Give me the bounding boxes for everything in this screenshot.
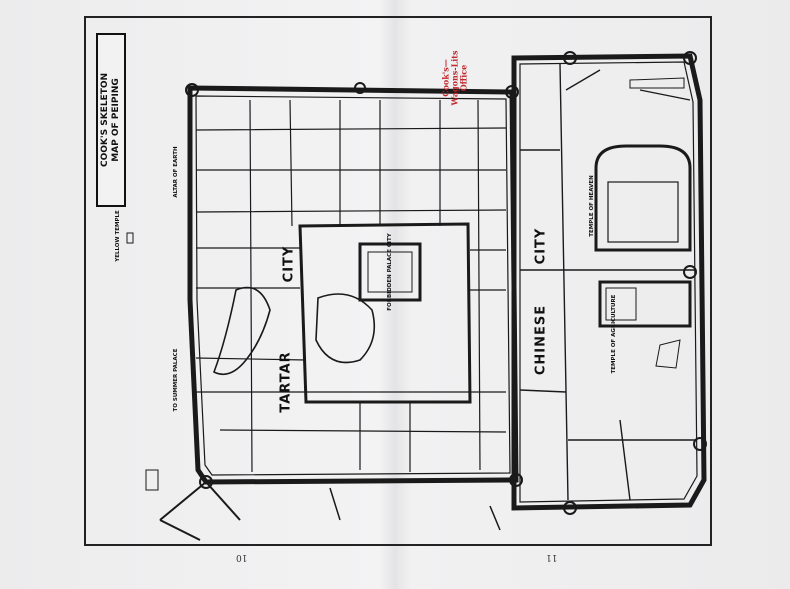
map-title-line2: MAP OF PEIPING — [111, 78, 121, 162]
page-number-left: 10 — [236, 552, 248, 562]
chinese-city-wall — [511, 53, 707, 511]
map-title-box: COOK'S SKELETON MAP OF PEIPING — [96, 33, 126, 207]
railway — [159, 481, 241, 541]
district-chinese-label: CHINESE — [533, 304, 549, 376]
district-city-right-label: CITY — [533, 227, 549, 265]
page-number-right: 11 — [546, 552, 558, 562]
summer-palace-label: TO SUMMER PALACE — [173, 348, 179, 412]
cooks-office-label: Cook's— Wagons-Lits Office — [441, 51, 469, 106]
map-frame — [84, 16, 712, 546]
forbidden-palace — [358, 242, 422, 302]
altar-of-earth-label: ALTAR OF EARTH — [173, 146, 179, 198]
cooks-office-label-line3: Office — [458, 64, 469, 92]
temple-of-agriculture-label: TEMPLE OF AGRICULTURE — [611, 294, 617, 374]
temple-of-heaven-label: TEMPLE OF HEAVEN — [589, 175, 595, 237]
temple-of-heaven — [594, 144, 692, 252]
imperial-city-wall — [298, 222, 472, 404]
forbidden-city-label: FORBIDDEN PALACE CITY — [387, 233, 393, 311]
temple-of-agriculture — [598, 280, 692, 328]
map-title-line1: COOK'S SKELETON — [100, 72, 110, 168]
tartar-city-wall — [187, 85, 519, 485]
lake — [212, 286, 271, 376]
yellow-temple-label: YELLOW TEMPLE — [115, 210, 121, 262]
district-tartar-label: TARTAR — [278, 351, 294, 413]
district-city-left-label: CITY — [281, 245, 297, 283]
